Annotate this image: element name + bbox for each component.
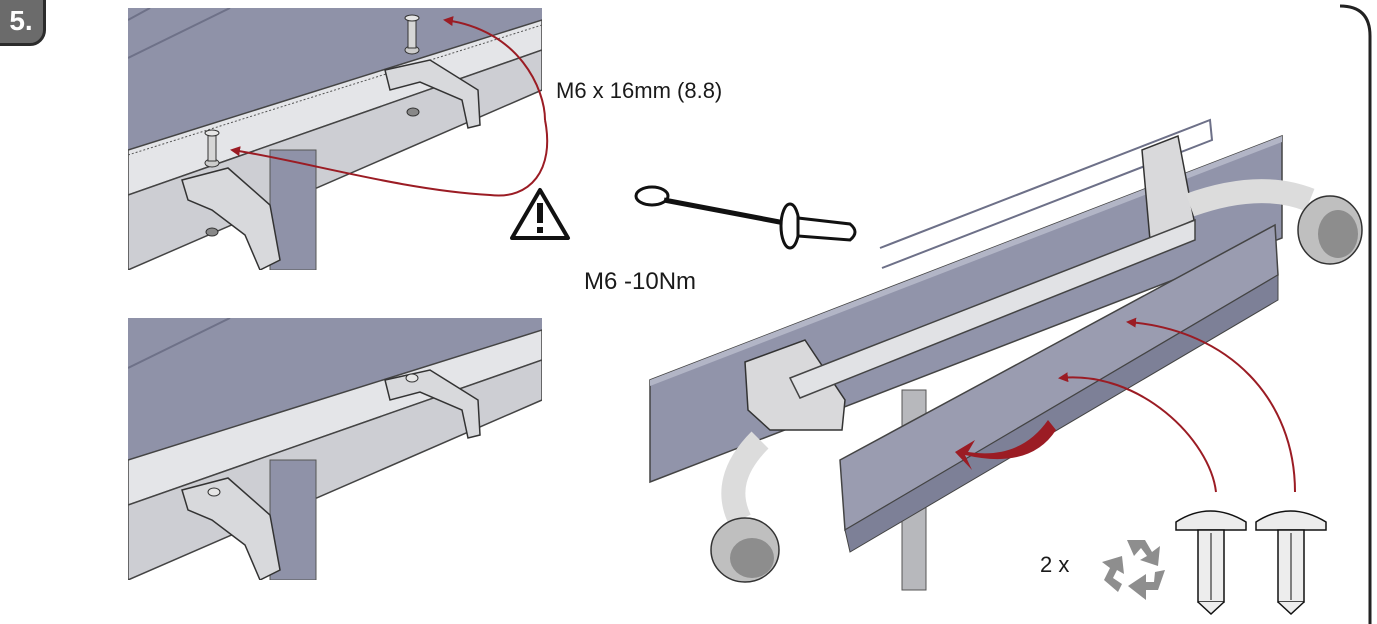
- bracket-lower: [181, 167, 281, 270]
- bolt-lower: [207, 132, 217, 162]
- bracket-upper: [384, 59, 481, 129]
- bed-panel: [128, 8, 542, 150]
- bolt-spec-label: M6 x 16mm (8.8): [556, 78, 723, 103]
- push-rivet-clip-icon: [1255, 510, 1327, 616]
- detail-panel-bottom: [128, 318, 542, 580]
- quantity-label: 2 x: [1040, 552, 1070, 577]
- page-frame: [1339, 4, 1372, 624]
- bolt-upper: [407, 17, 417, 49]
- warning-triangle-icon: [510, 188, 570, 240]
- cross-beam: [788, 218, 1196, 399]
- torque-spec-label: M6 -10Nm: [584, 268, 697, 295]
- detail-panel-top: [128, 8, 542, 270]
- arrow-to-lower-bolt: [230, 119, 549, 197]
- arrow-to-upper-bolt: [443, 16, 546, 121]
- push-rivet-clip-icon: [1175, 510, 1247, 616]
- recycle-icon: [1102, 540, 1165, 600]
- arrow-clip-1: [1058, 372, 1217, 493]
- rotate-arrow: [955, 420, 1056, 470]
- arrow-clip-2: [1126, 317, 1296, 493]
- main-assembly: [649, 118, 1363, 591]
- step-number-badge: 5.: [0, 0, 46, 46]
- torque-wrench-icon: [634, 185, 857, 250]
